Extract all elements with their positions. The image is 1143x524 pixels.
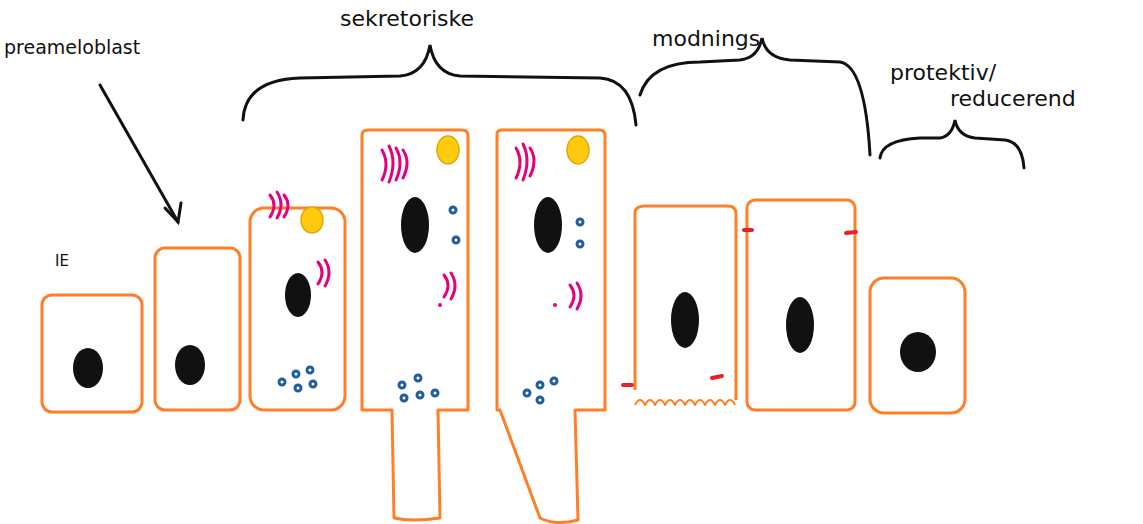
- bracket-protective: [880, 120, 1024, 168]
- mitochondrion: [437, 136, 459, 164]
- junction: [623, 383, 632, 387]
- nucleus: [671, 292, 699, 348]
- nucleus: [786, 297, 814, 353]
- golgi: [270, 144, 581, 309]
- golgi: [382, 146, 407, 182]
- vesicle: [432, 390, 438, 396]
- vesicle: [307, 367, 313, 373]
- layer-label: IE: [55, 252, 69, 270]
- nucleus: [175, 345, 205, 385]
- ruffled-border: [635, 400, 735, 405]
- golgi: [270, 192, 288, 218]
- mitochondria: [301, 136, 589, 233]
- vesicle: [450, 207, 456, 213]
- stage-label: modnings: [652, 26, 760, 52]
- secretory-cell-with-process: [497, 130, 605, 523]
- vesicle: [577, 219, 583, 225]
- vesicle: [453, 237, 459, 243]
- cell: [250, 208, 345, 410]
- golgi: [444, 273, 455, 299]
- vesicle: [537, 397, 543, 403]
- golgi: [516, 144, 534, 180]
- nuclei: [73, 197, 936, 388]
- vesicle: [417, 392, 423, 398]
- vesicle: [399, 382, 405, 388]
- vesicle: [279, 379, 285, 385]
- stage-label: sekretoriske: [340, 6, 474, 32]
- nucleus: [73, 348, 103, 388]
- vesicle: [415, 375, 421, 381]
- cell: [42, 295, 142, 412]
- vesicle: [537, 382, 543, 388]
- vesicle: [293, 371, 299, 377]
- golgi: [318, 260, 329, 286]
- nucleus: [900, 332, 936, 372]
- nucleus: [534, 197, 562, 253]
- vesicles: [279, 207, 583, 403]
- bracket-maturation: [640, 38, 870, 155]
- golgi: [570, 283, 581, 309]
- vesicle: [551, 378, 557, 384]
- arrow-head: [165, 203, 181, 222]
- cell: [870, 278, 965, 413]
- cell: [747, 200, 855, 410]
- junction: [712, 376, 722, 378]
- cell: [635, 206, 736, 400]
- junctions: [623, 230, 856, 385]
- cell-outlines: [42, 130, 965, 523]
- small-dots: [438, 303, 557, 307]
- mitochondrion: [301, 207, 323, 233]
- leader-arrow: [100, 85, 178, 222]
- nucleus: [401, 197, 429, 253]
- vesicle: [577, 241, 583, 247]
- dot: [438, 303, 442, 307]
- nucleus: [285, 273, 311, 317]
- stage-label: preameloblast: [4, 36, 140, 59]
- dot: [553, 303, 557, 307]
- vesicle: [295, 385, 301, 391]
- mitochondrion: [567, 136, 589, 164]
- vesicle: [524, 390, 530, 396]
- secretory-cell-with-process: [362, 130, 468, 520]
- bracket-secretory: [243, 45, 636, 125]
- stage-label: protektiv/ reducerend: [890, 60, 1090, 113]
- vesicle: [401, 395, 407, 401]
- cell: [155, 248, 240, 410]
- junction: [744, 228, 752, 232]
- junction: [846, 232, 856, 233]
- vesicle: [310, 381, 316, 387]
